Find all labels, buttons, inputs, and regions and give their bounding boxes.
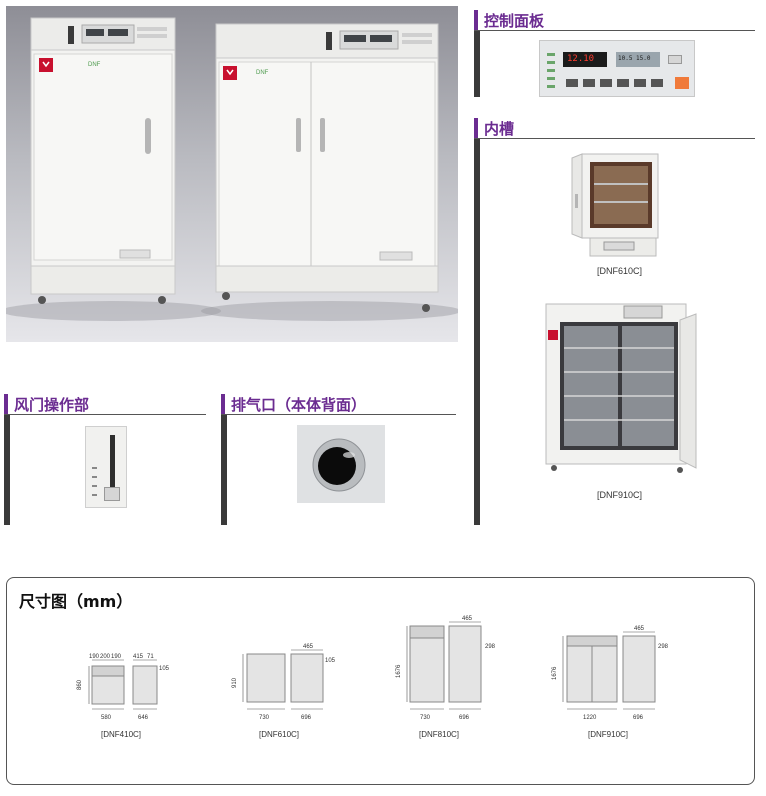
header-accent xyxy=(474,10,478,30)
header-accent xyxy=(221,394,225,414)
damper-header: 风门操作部 xyxy=(4,393,206,415)
power-button[interactable] xyxy=(675,77,689,89)
control-button-5[interactable] xyxy=(634,79,646,87)
dim-410c-side-width: 646 xyxy=(138,715,149,721)
dim-810c-side-top: 465 xyxy=(462,616,473,622)
header-accent xyxy=(474,118,478,138)
dim-410c-height: 860 xyxy=(77,679,83,690)
dim-810c-side-right: 298 xyxy=(485,644,496,650)
dim-610c-front-width: 730 xyxy=(259,715,270,721)
chamber-title: 内槽 xyxy=(484,120,515,138)
dim-910c-side-right: 298 xyxy=(658,644,669,650)
dim-610c-height: 910 xyxy=(232,677,238,688)
dim-caption-dnf910c: [DNF910C] xyxy=(588,730,628,739)
control-panel-rule xyxy=(474,31,480,97)
temperature-display: 12.10 xyxy=(563,52,607,67)
dim-810c-side-width: 696 xyxy=(459,715,470,721)
control-button-4[interactable] xyxy=(617,79,629,87)
control-button-1[interactable] xyxy=(566,79,578,87)
control-button-2[interactable] xyxy=(583,79,595,87)
temperature-readout: 12.10 xyxy=(567,54,595,64)
indicator-lamps xyxy=(547,53,555,89)
dim-610c-side-top: 465 xyxy=(303,644,314,650)
dim-610c-side-width: 696 xyxy=(301,715,312,721)
dim-910c-height: 1676 xyxy=(552,666,558,680)
chamber-caption-dnf910c: [DNF910C] xyxy=(597,490,643,500)
control-panel-title: 控制面板 xyxy=(484,12,545,30)
dim-410c-top-3: 190 xyxy=(111,654,122,660)
exhaust-header: 排气口（本体背面） xyxy=(221,393,456,415)
svg-text:DNF: DNF xyxy=(256,70,269,76)
dim-410c-top-2: 200 xyxy=(100,654,111,660)
chamber-caption-dnf610c: [DNF610C] xyxy=(597,266,643,276)
damper-scale xyxy=(92,467,97,497)
dim-410c-side-right: 105 xyxy=(159,666,170,672)
svg-text:DNF: DNF xyxy=(88,62,101,68)
dim-910c-front-width: 1220 xyxy=(583,715,597,721)
dim-drawing-dnf610c: 465 105 910 730 696 [DNF610C] xyxy=(232,644,336,739)
dim-caption-dnf410c: [DNF410C] xyxy=(101,730,141,739)
exhaust-title: 排气口（本体背面） xyxy=(231,396,367,414)
small-oven-unit: DNF xyxy=(30,17,176,304)
dim-drawing-dnf410c: 190 200 190 415 71 105 860 580 646 [DNF4… xyxy=(77,654,170,739)
product-photo: DNF DNF xyxy=(6,6,458,342)
header-accent xyxy=(4,394,8,414)
damper-title: 风门操作部 xyxy=(14,396,90,414)
control-button-3[interactable] xyxy=(600,79,612,87)
damper-rule xyxy=(4,415,10,525)
dimension-drawings: 190 200 190 415 71 105 860 580 646 [DNF4… xyxy=(77,616,669,739)
control-panel-header: 控制面板 xyxy=(474,9,755,31)
lcd-readout: 10.5 15.0 xyxy=(618,55,651,62)
dim-caption-dnf610c: [DNF610C] xyxy=(259,730,299,739)
exhaust-photo xyxy=(297,425,385,503)
dim-810c-front-width: 730 xyxy=(420,715,431,721)
dim-caption-dnf810c: [DNF810C] xyxy=(419,730,459,739)
damper-lever[interactable] xyxy=(104,487,120,501)
chamber-rule xyxy=(474,139,480,525)
dim-410c-front-width: 580 xyxy=(101,715,112,721)
chamber-photo-dnf610c xyxy=(570,150,666,258)
damper-slot xyxy=(110,435,115,497)
dim-410c-side-top-2: 71 xyxy=(147,654,154,660)
large-oven-unit: DNF xyxy=(215,23,439,312)
oven-illustration: DNF DNF xyxy=(6,17,458,321)
dim-910c-side-width: 696 xyxy=(633,715,644,721)
dim-610c-side-right: 105 xyxy=(325,658,336,664)
chamber-header: 内槽 xyxy=(474,117,755,139)
control-button-6[interactable] xyxy=(651,79,663,87)
dim-410c-top-1: 190 xyxy=(89,654,100,660)
dimensions-panel: 尺寸图（mm） 190 200 190 415 71 105 860 580 6… xyxy=(6,577,755,785)
dim-drawing-dnf910c: 465 298 1676 1220 696 [DNF910C] xyxy=(552,626,669,739)
dim-910c-side-top: 465 xyxy=(634,626,645,632)
exhaust-rule xyxy=(221,415,227,525)
lcd-display: 10.5 15.0 xyxy=(616,52,660,67)
dim-drawing-dnf810c: 465 298 1676 730 696 [DNF810C] xyxy=(396,616,496,739)
control-panel-photo: 12.10 10.5 15.0 xyxy=(539,40,695,97)
dimensions-title: 尺寸图（mm） xyxy=(19,592,133,611)
damper-photo xyxy=(85,426,127,508)
dim-810c-height: 1676 xyxy=(396,664,402,678)
key-button[interactable] xyxy=(668,55,682,64)
dim-410c-side-top-1: 415 xyxy=(133,654,144,660)
chamber-photo-dnf910c xyxy=(540,300,700,476)
